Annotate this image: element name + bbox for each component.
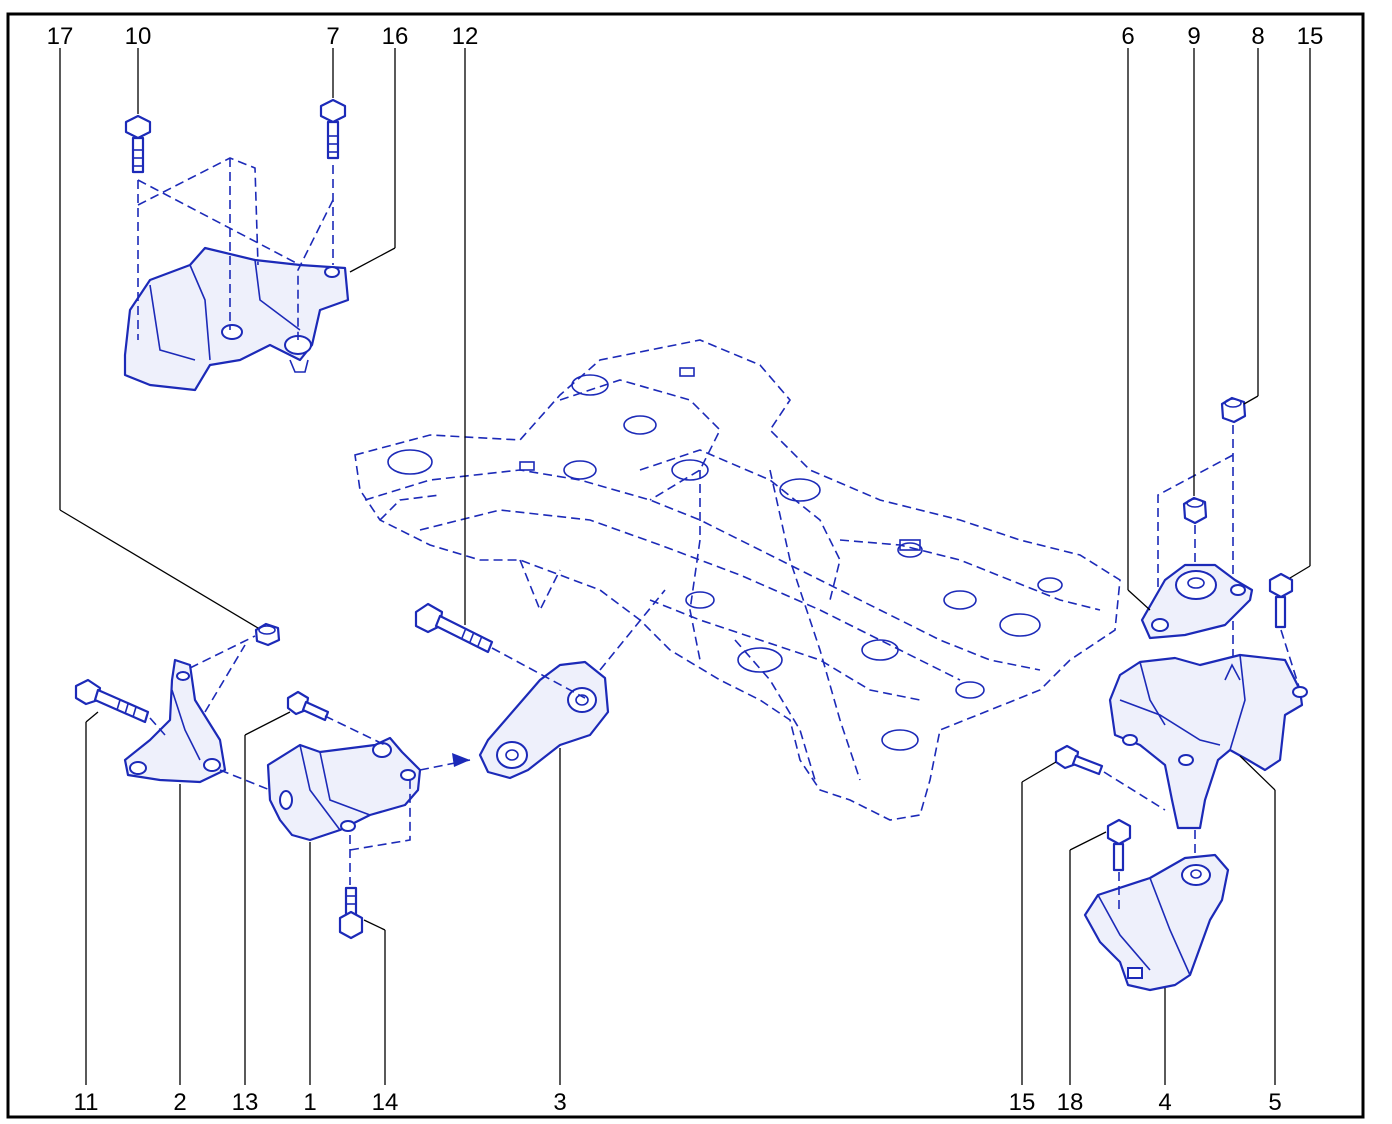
callout-15-bottom: 15 (1009, 1089, 1036, 1116)
callout-15-top: 15 (1297, 23, 1324, 50)
bracket-2 (123, 658, 227, 784)
bolt-18 (1106, 818, 1132, 872)
callout-7: 7 (326, 23, 339, 50)
callout-1: 1 (303, 1089, 316, 1116)
nut-8 (1220, 396, 1247, 424)
bolt-15-upper (1268, 572, 1294, 629)
bolt-7 (319, 98, 347, 160)
bolt-14 (338, 886, 364, 940)
bolt-11 (74, 678, 150, 724)
bolt-10 (124, 114, 152, 174)
engine-mount-upper-left (123, 246, 350, 392)
diagram-frame (6, 12, 1365, 1119)
torque-rod-3 (478, 660, 610, 780)
callout-14: 14 (372, 1089, 399, 1116)
bolt-12 (414, 602, 494, 654)
mount-support-4 (1083, 853, 1230, 992)
bolt-15-lower (1054, 744, 1104, 776)
engine-mount-1 (266, 736, 422, 842)
callout-6: 6 (1121, 23, 1134, 50)
nut-17 (254, 622, 281, 647)
callout-12: 12 (452, 23, 479, 50)
subframe-illustration (354, 339, 1121, 821)
callout-3: 3 (553, 1089, 566, 1116)
callout-5: 5 (1268, 1089, 1281, 1116)
nut-9 (1182, 496, 1208, 525)
callout-8: 8 (1251, 23, 1264, 50)
callout-13: 13 (232, 1089, 259, 1116)
callout-11: 11 (74, 1089, 99, 1116)
leader-lines (59, 48, 1311, 1085)
callout-4: 4 (1158, 1089, 1171, 1116)
callout-18: 18 (1057, 1089, 1084, 1116)
callout-16: 16 (382, 23, 409, 50)
callout-2: 2 (173, 1089, 186, 1116)
mount-plate-6 (1140, 563, 1254, 640)
mount-bracket-5 (1108, 653, 1308, 830)
callout-10: 10 (125, 23, 152, 50)
callout-17: 17 (47, 23, 74, 50)
bolt-13 (286, 690, 330, 722)
callout-9: 9 (1187, 23, 1200, 50)
